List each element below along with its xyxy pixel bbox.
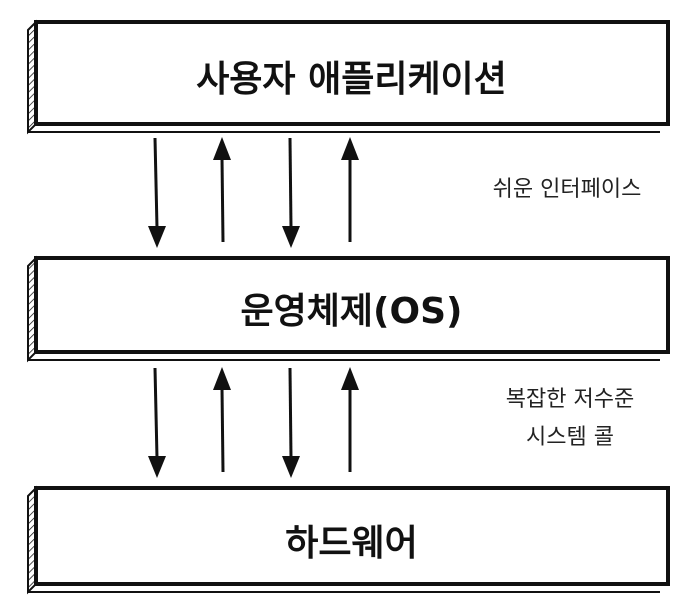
layer-label-os: 운영체제(OS) xyxy=(240,291,463,332)
layer-label-hardware: 하드웨어 xyxy=(285,523,418,564)
box-user-applications xyxy=(27,19,670,135)
layer-label-applications: 사용자 애플리케이션 xyxy=(196,59,507,100)
arrow-up-4 xyxy=(341,367,359,472)
arrow-down-2 xyxy=(282,137,300,248)
box-hardware xyxy=(27,485,670,595)
arrow-up-3 xyxy=(213,367,231,473)
annotation-easy-interface: 쉬운 인터페이스 xyxy=(492,177,642,202)
arrow-down-3 xyxy=(148,367,166,478)
arrow-up-1 xyxy=(213,137,231,243)
annotation-low-level-line2: 시스템 콜 xyxy=(526,425,614,450)
annotation-low-level-line1: 복잡한 저수준 xyxy=(505,387,635,412)
box-operating-system xyxy=(27,255,670,363)
arrow-up-2 xyxy=(341,137,359,242)
arrow-down-1 xyxy=(148,137,166,248)
arrow-down-4 xyxy=(282,367,300,478)
